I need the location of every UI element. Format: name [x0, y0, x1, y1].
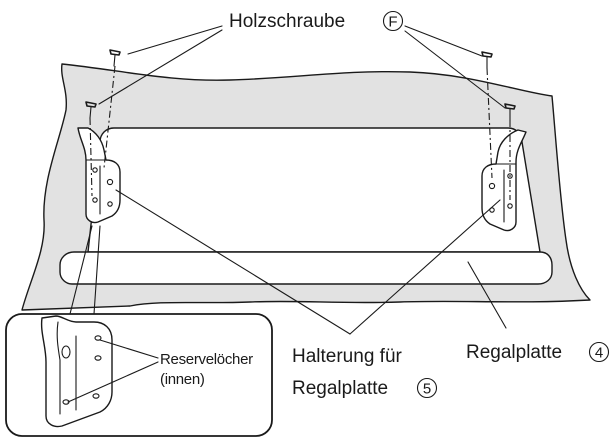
screw-left-2: [85, 101, 97, 197]
screw-right-1: [481, 51, 493, 179]
detail-inset: Reservelöcher (innen): [5, 313, 273, 437]
screw-left-1: [103, 49, 121, 169]
reserve-holes-inner-text: (innen): [160, 371, 205, 388]
wood-screw-leaders: [98, 25, 506, 109]
bracket-text-line1: Halterung für: [292, 346, 403, 367]
bracket-label: Halterung für Regalplatte 5: [292, 346, 438, 399]
right-bracket: [481, 129, 527, 232]
zoom-callout-lines: [69, 225, 101, 315]
reserve-holes-text: Reservelöcher: [160, 351, 253, 368]
bracket-text-line2: Regalplatte: [292, 378, 388, 399]
shelf-board-text: Regalplatte: [466, 342, 562, 363]
shelf-board-leader: [467, 261, 507, 329]
screw-right-2: [504, 103, 516, 200]
shelf-board-ref: 4: [595, 345, 603, 362]
wood-screw-label: Holzschraube F: [229, 10, 404, 32]
left-bracket: [77, 127, 121, 224]
shelf-board-label: Regalplatte 4: [466, 341, 610, 363]
bracket-ref: 5: [423, 381, 431, 398]
wood-screw-ref: F: [388, 14, 397, 31]
wood-screw-text: Holzschraube: [229, 11, 345, 32]
bracket-leaders: [115, 189, 501, 335]
shelf-board: [59, 127, 553, 285]
